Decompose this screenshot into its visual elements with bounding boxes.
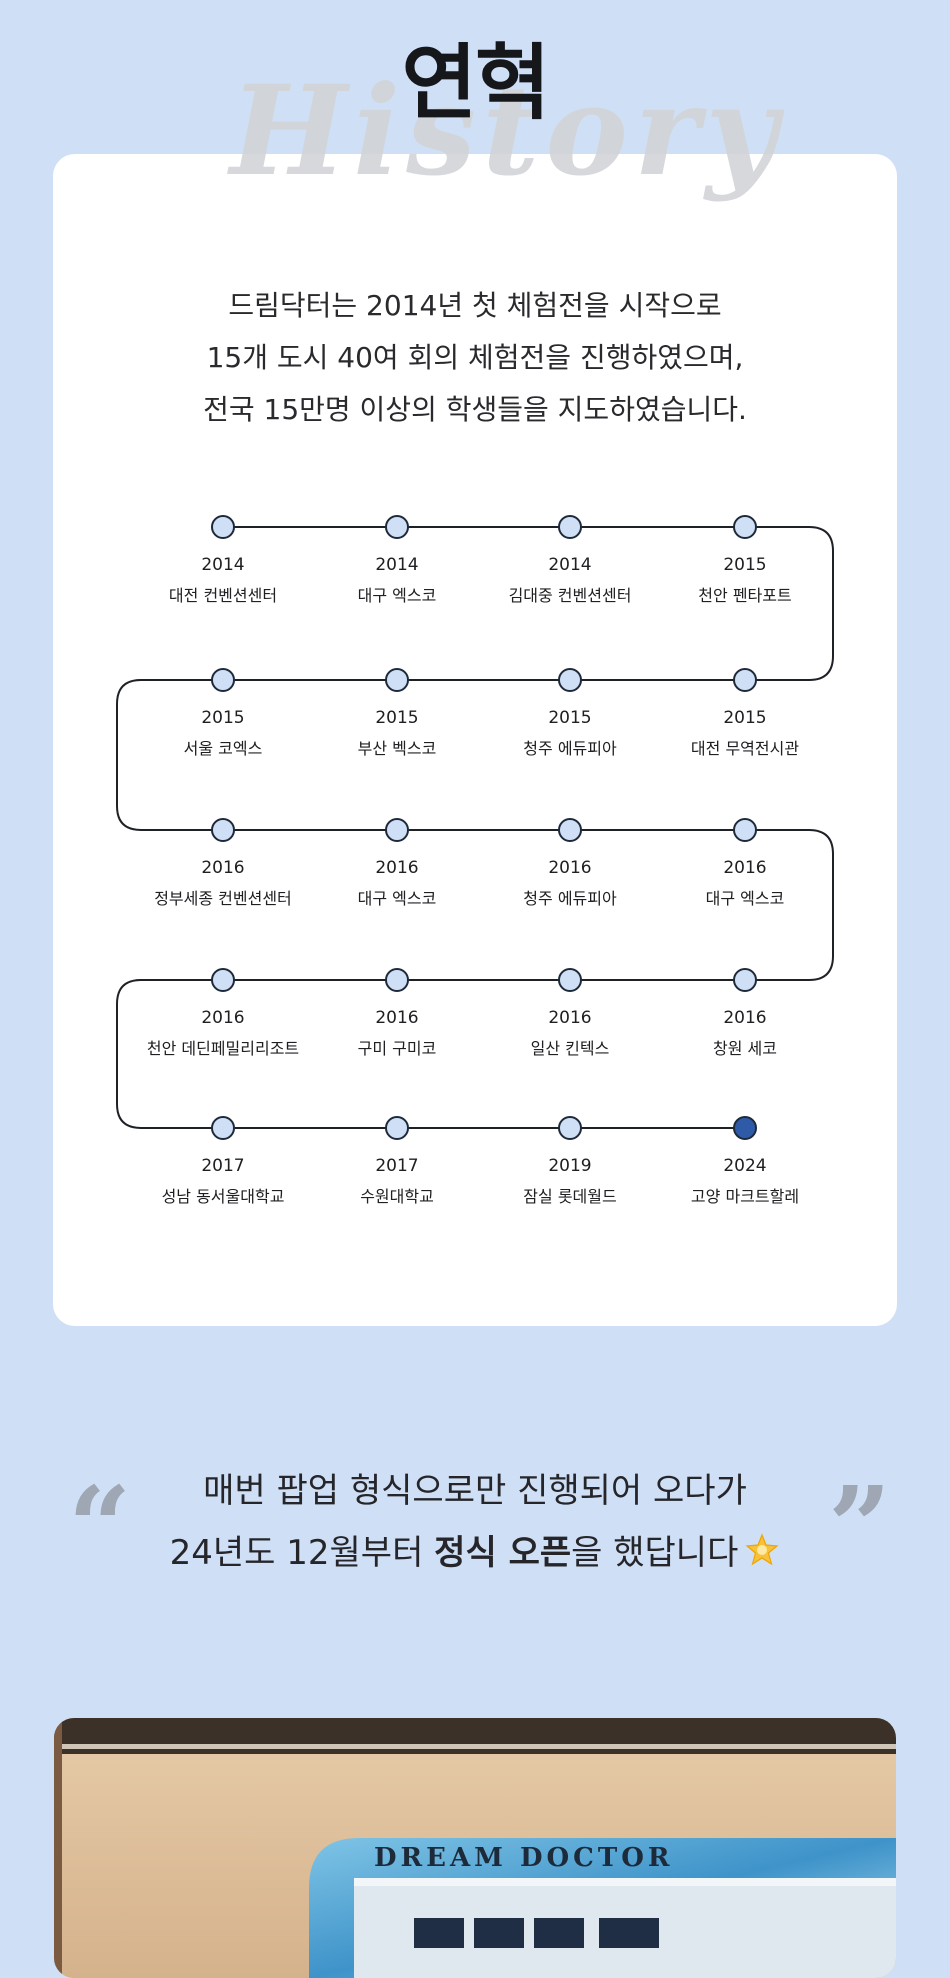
timeline-year: 2016: [723, 1008, 767, 1028]
timeline-year: 2015: [723, 708, 767, 728]
timeline-node: [558, 818, 582, 842]
timeline-year: 2016: [548, 858, 592, 878]
store-entrance-photo: DREAM DOCTOR: [54, 1718, 896, 1978]
timeline-node: [385, 968, 409, 992]
timeline-year: 2014: [375, 555, 419, 575]
timeline-year: 2015: [375, 708, 419, 728]
quote-line-2-suffix: 을 했답니다: [571, 1533, 739, 1573]
timeline-place: 대구 엑스코: [357, 889, 437, 908]
timeline-place: 성남 동서울대학교: [161, 1187, 285, 1206]
timeline-place: 천안 펜타포트: [698, 586, 792, 605]
timeline-place: 고양 마크트할레: [690, 1187, 800, 1206]
timeline-place: 대전 컨벤션센터: [168, 586, 278, 605]
store-photo: DREAM DOCTOR: [54, 1718, 896, 1978]
timeline-year: 2016: [201, 1008, 245, 1028]
timeline-path: [116, 515, 834, 1140]
timeline-place: 서울 코엑스: [183, 739, 263, 758]
timeline-place: 정부세종 컨벤션센터: [154, 889, 292, 908]
timeline-year: 2016: [375, 858, 419, 878]
timeline-node: [211, 818, 235, 842]
store-sign-text: DREAM DOCTOR: [374, 1843, 673, 1873]
quote-line-2: 24년도 12월부터 정식 오픈을 했답니다: [0, 1522, 950, 1584]
timeline-node-current: [733, 1116, 757, 1140]
timeline-place: 수원대학교: [360, 1187, 434, 1206]
timeline-node: [733, 515, 757, 539]
timeline-node: [385, 818, 409, 842]
timeline-year: 2015: [723, 555, 767, 575]
timeline-node: [558, 515, 582, 539]
announcement-quote: 매번 팝업 형식으로만 진행되어 오다가 24년도 12월부터 정식 오픈을 했…: [0, 1460, 950, 1584]
timeline-place: 청주 에듀피아: [523, 889, 617, 908]
timeline-node: [211, 668, 235, 692]
timeline-node: [211, 515, 235, 539]
intro-line-2: 15개 도시 40여 회의 체험전을 진행하였으며,: [206, 341, 744, 374]
intro-line-1: 드림닥터는 2014년 첫 체험전을 시작으로: [228, 289, 722, 322]
timeline-year: 2015: [548, 708, 592, 728]
timeline-place: 대전 무역전시관: [690, 739, 800, 758]
intro-text: 드림닥터는 2014년 첫 체험전을 시작으로 15개 도시 40여 회의 체험…: [0, 280, 950, 436]
timeline-place: 김대중 컨벤션센터: [508, 586, 632, 605]
timeline-year: 2019: [548, 1156, 592, 1176]
timeline-year: 2016: [548, 1008, 592, 1028]
timeline-place: 대구 엑스코: [705, 889, 785, 908]
timeline-place: 잠실 롯데월드: [523, 1187, 617, 1206]
quote-line-1: 매번 팝업 형식으로만 진행되어 오다가: [203, 1471, 747, 1511]
history-title: 연혁: [401, 36, 551, 131]
timeline-place: 청주 에듀피아: [523, 739, 617, 758]
timeline-year: 2016: [723, 858, 767, 878]
timeline-place: 구미 구미코: [357, 1039, 437, 1058]
timeline-node: [385, 1116, 409, 1140]
timeline-node: [211, 1116, 235, 1140]
timeline-place: 대구 엑스코: [357, 586, 437, 605]
timeline-node: [733, 668, 757, 692]
timeline-node: [558, 1116, 582, 1140]
quote-close-mark: ”: [828, 1462, 892, 1591]
timeline-node: [733, 968, 757, 992]
timeline-year: 2017: [375, 1156, 419, 1176]
timeline-place: 부산 벡스코: [357, 739, 437, 758]
timeline-year: 2014: [548, 555, 592, 575]
timeline-line: [116, 526, 834, 1129]
timeline-place: 창원 세코: [713, 1039, 777, 1058]
timeline-year: 2024: [723, 1156, 767, 1176]
timeline-year: 2015: [201, 708, 245, 728]
timeline-node: [385, 515, 409, 539]
timeline-year: 2014: [201, 555, 245, 575]
intro-line-3: 전국 15만명 이상의 학생들을 지도하였습니다.: [203, 393, 747, 426]
quote-line-2-prefix: 24년도 12월부터: [169, 1533, 435, 1573]
timeline-node: [558, 968, 582, 992]
timeline-node: [211, 968, 235, 992]
timeline-node: [733, 818, 757, 842]
timeline-node: [385, 668, 409, 692]
history-watermark: History: [230, 59, 784, 204]
glowing-star-icon: [745, 1533, 779, 1566]
timeline-year: 2017: [201, 1156, 245, 1176]
timeline-node: [558, 668, 582, 692]
timeline-place: 천안 데딘페밀리리조트: [146, 1039, 300, 1058]
timeline-place: 일산 킨텍스: [530, 1039, 610, 1058]
timeline-year: 2016: [375, 1008, 419, 1028]
quote-open-mark: “: [68, 1462, 132, 1591]
timeline-year: 2016: [201, 858, 245, 878]
quote-line-2-bold: 정식 오픈: [434, 1533, 572, 1573]
